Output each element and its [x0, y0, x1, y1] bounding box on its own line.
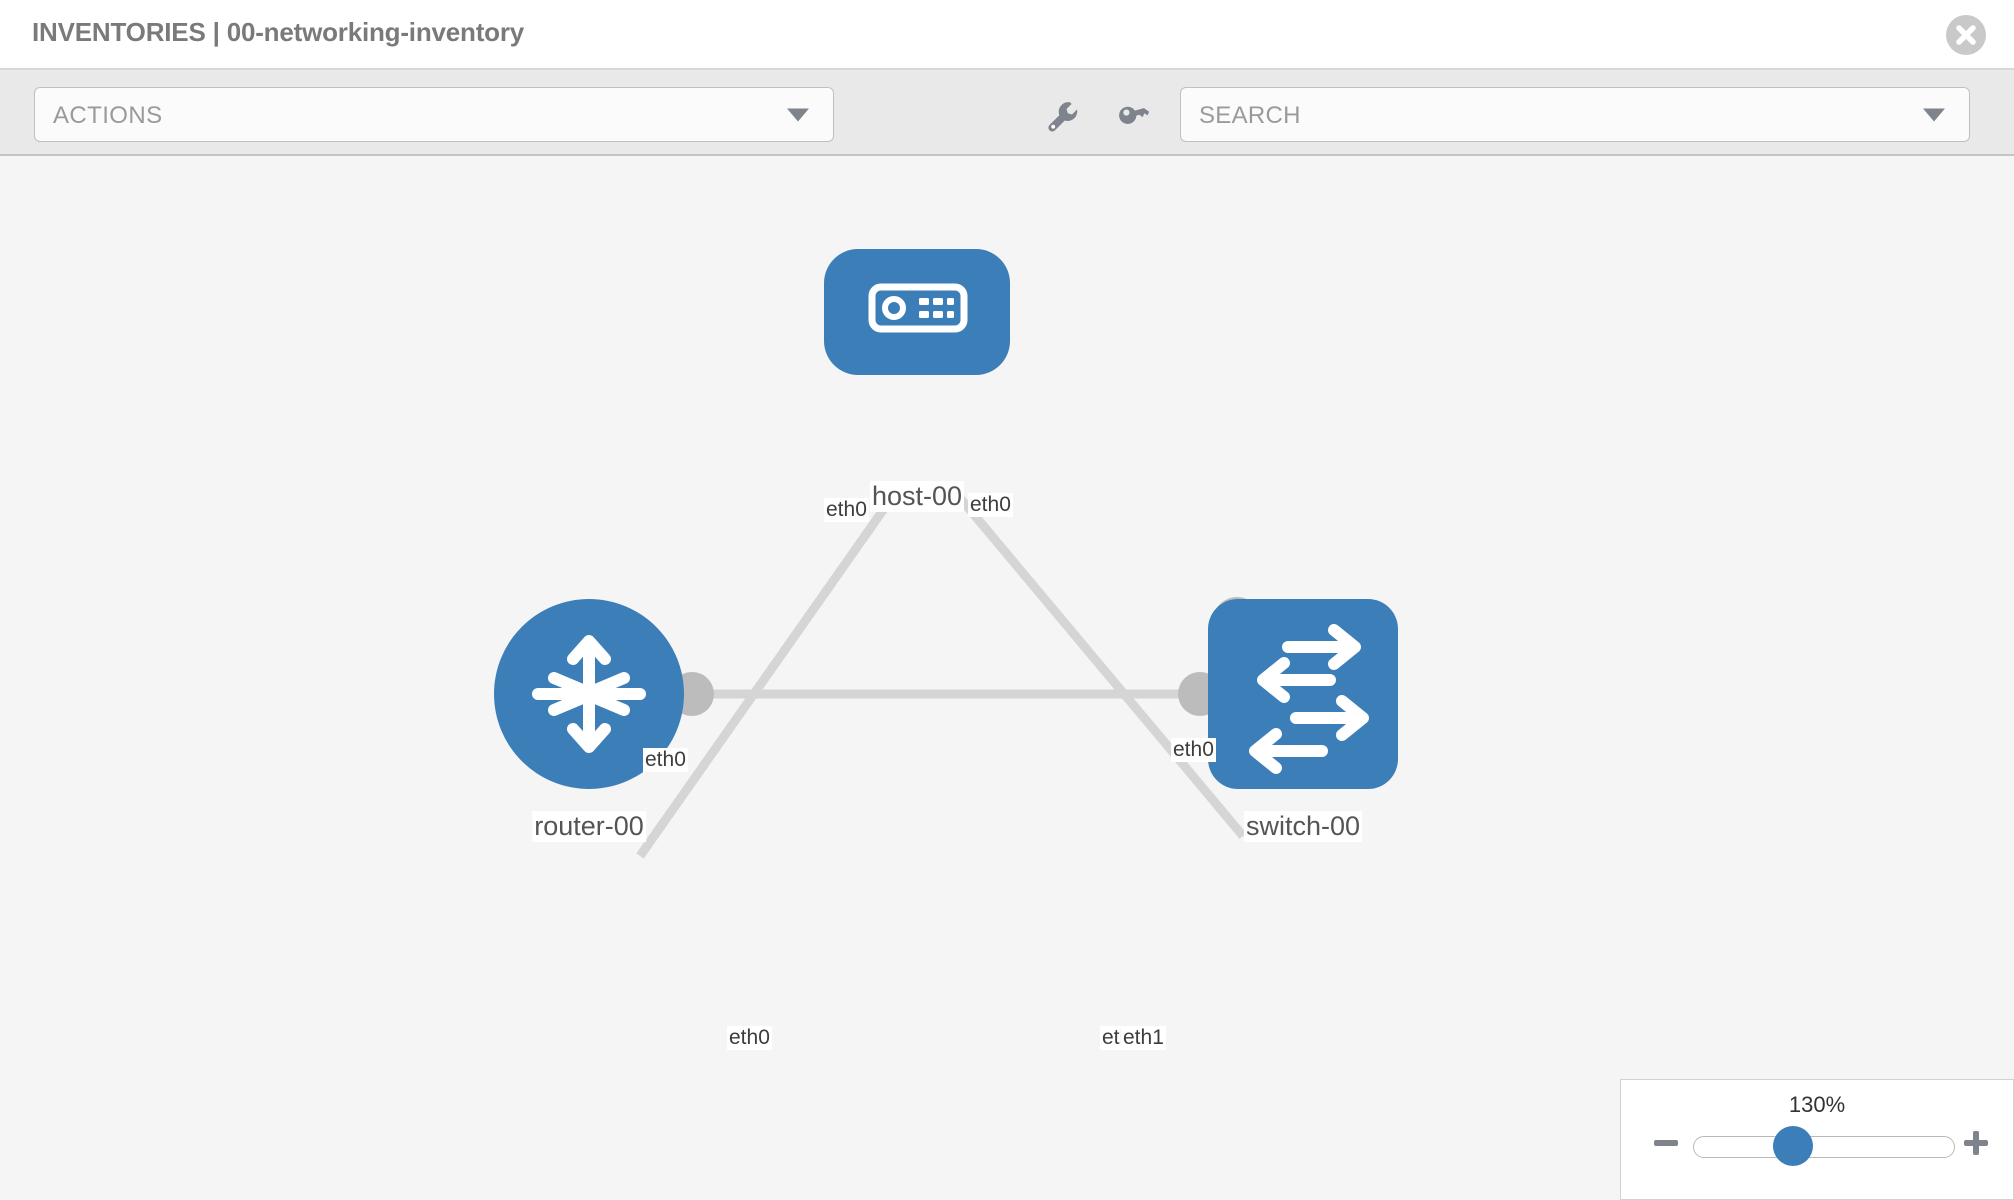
- link-layer: [636, 483, 1247, 859]
- key-icon[interactable]: [1110, 94, 1154, 138]
- chevron-down-icon: [787, 108, 809, 121]
- actions-dropdown-label: ACTIONS: [53, 102, 163, 129]
- page-title: INVENTORIES | 00-networking-inventory: [32, 17, 525, 47]
- node-host-00: [824, 249, 1010, 375]
- wrench-icon[interactable]: [1040, 94, 1084, 138]
- title-bar: INVENTORIES | 00-networking-inventory: [0, 0, 2014, 70]
- zoom-slider[interactable]: [1693, 1136, 1955, 1158]
- zoom-level-label: 130%: [1788, 1092, 1846, 1117]
- port-label-switch-eth1: eth1: [1121, 1026, 1166, 1050]
- topology-canvas[interactable]: host-00 router-00 switch-00 eth0 eth0 et…: [0, 156, 2014, 1200]
- zoom-slider-thumb[interactable]: [1773, 1126, 1813, 1166]
- node-label-router-00: router-00: [532, 811, 646, 842]
- connector-layer: [670, 320, 1261, 716]
- search-placeholder: SEARCH: [1199, 102, 1301, 129]
- zoom-control-panel: 130%: [1620, 1079, 2014, 1200]
- search-input[interactable]: SEARCH: [1180, 87, 1970, 142]
- port-label-host-eth0-right: eth0: [968, 493, 1013, 517]
- port-label-router-eth0-uplink: eth0: [643, 748, 688, 772]
- port-label-switch-eth0-uplink: eth0: [1171, 738, 1216, 762]
- link-host-switch: [946, 483, 1247, 839]
- node-router-00: [494, 599, 684, 789]
- port-label-router-eth0: eth0: [727, 1026, 772, 1050]
- chevron-down-icon[interactable]: [1923, 108, 1945, 121]
- close-icon[interactable]: [1946, 15, 1986, 55]
- link-host-router: [636, 483, 904, 859]
- toolbar: ACTIONS SEARCH: [0, 70, 2014, 156]
- topology-graph: [494, 249, 1398, 859]
- node-switch-00: [1208, 599, 1398, 789]
- node-label-host-00: host-00: [869, 481, 965, 512]
- node-label-switch-00: switch-00: [1243, 811, 1363, 842]
- port-label-host-eth0-left: eth0: [824, 498, 869, 522]
- actions-dropdown[interactable]: ACTIONS: [34, 87, 834, 142]
- zoom-out-button[interactable]: [1651, 1128, 1681, 1158]
- zoom-in-button[interactable]: [1961, 1128, 1991, 1158]
